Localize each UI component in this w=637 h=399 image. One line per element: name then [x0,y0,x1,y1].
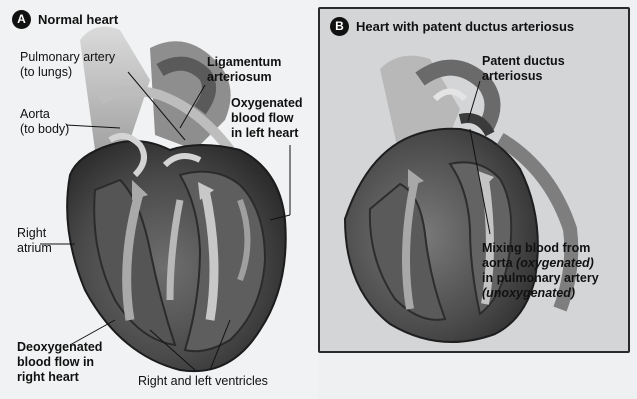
panel-b-title: Heart with patent ductus arteriosus [356,19,574,34]
label-oxygenated-flow: Oxygenated blood flow in left heart [231,96,303,141]
label-right-atrium: Right atrium [17,226,52,256]
panel-a-title: Normal heart [38,12,118,27]
panel-a-badge: A [12,10,31,29]
label-ligamentum-arteriosum: Ligamentum arteriosum [207,55,281,85]
panel-normal-heart: A Normal heart Pulmonary artery (to lung… [0,0,318,399]
label-ventricles: Right and left ventricles [138,374,268,389]
panel-b-badge: B [330,17,349,36]
panel-patent-ductus-arteriosus: B Heart with patent ductus arteriosus Pa… [318,7,630,353]
label-pulmonary-artery: Pulmonary artery (to lungs) [20,50,115,80]
label-deoxygenated-flow: Deoxygenated blood flow in right heart [17,340,102,385]
label-mixing-blood: Mixing blood from aorta (oxygenated) in … [482,241,599,301]
label-patent-ductus-arteriosus: Patent ductus arteriosus [482,54,565,84]
label-aorta: Aorta (to body) [20,107,69,137]
